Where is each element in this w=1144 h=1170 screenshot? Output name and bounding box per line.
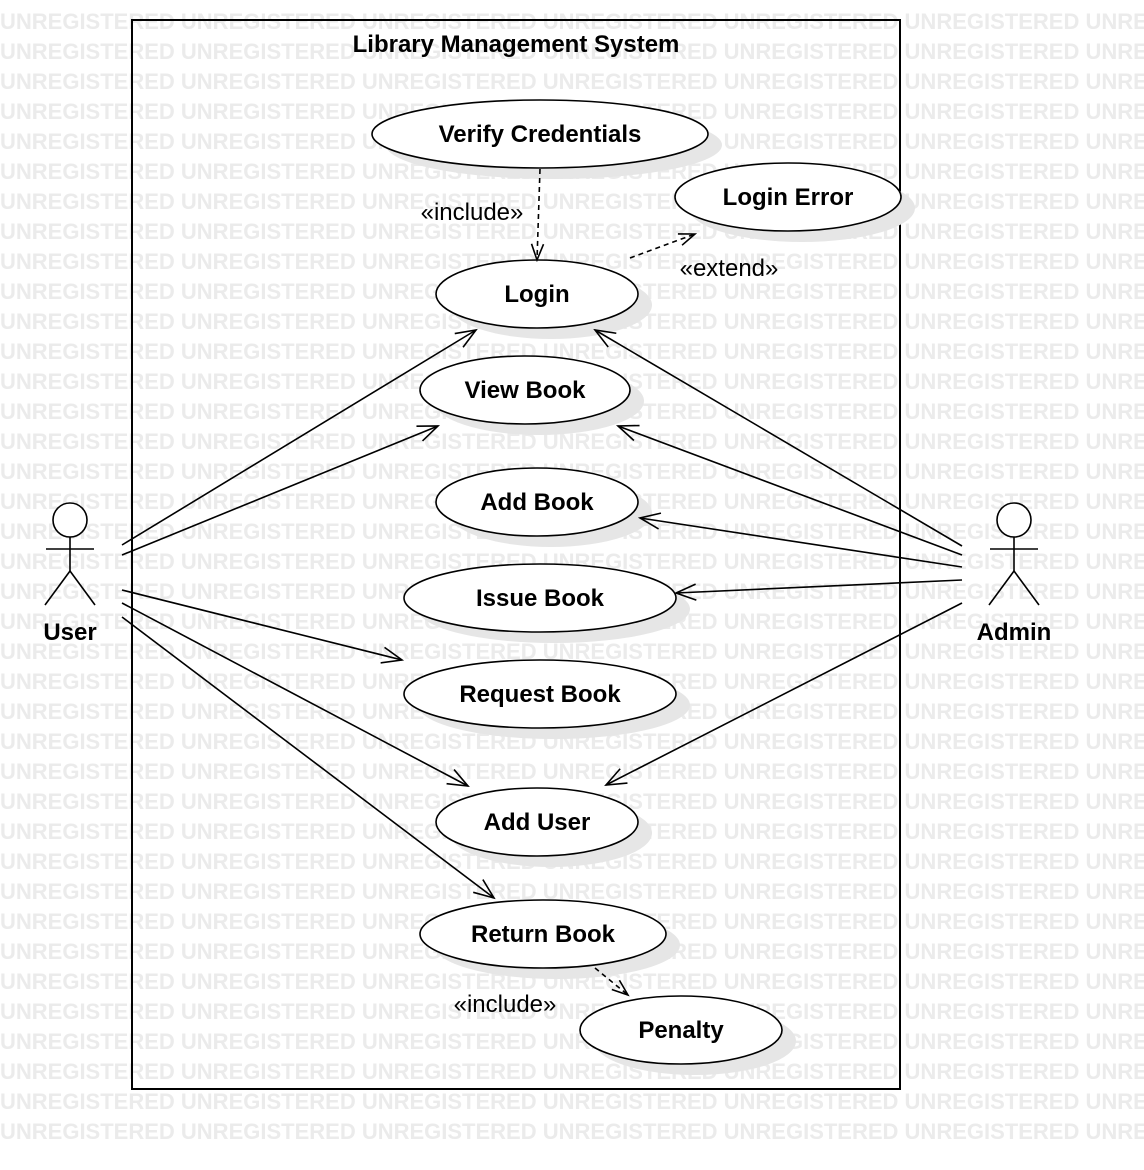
actor-admin-label: Admin <box>977 619 1052 646</box>
user-view-book-association[interactable] <box>121 426 438 556</box>
actor-head <box>996 502 1032 538</box>
use-case-request-book[interactable]: Request Book <box>403 659 690 739</box>
use-case-view-book[interactable]: View Book <box>419 355 644 435</box>
include-penalty-connector[interactable] <box>594 967 628 995</box>
watermark-row: UNREGISTERED UNREGISTERED UNREGISTERED U… <box>0 1089 1144 1114</box>
watermark-row: UNREGISTERED UNREGISTERED UNREGISTERED U… <box>0 879 1144 904</box>
watermark-row: UNREGISTERED UNREGISTERED UNREGISTERED U… <box>0 1119 1144 1144</box>
use-case-label: Login <box>504 281 569 308</box>
use-case-label: Verify Credentials <box>439 121 642 148</box>
user-login-association[interactable] <box>121 330 476 546</box>
use-case-login[interactable]: Login <box>435 259 652 339</box>
use-case-label: Penalty <box>638 1017 724 1044</box>
use-case-label: View Book <box>465 377 587 404</box>
use-case-verify-credentials[interactable]: Verify Credentials <box>371 99 722 179</box>
use-case-add-book[interactable]: Add Book <box>435 467 652 547</box>
watermark-row: UNREGISTERED UNREGISTERED UNREGISTERED U… <box>0 1029 1144 1054</box>
use-case-issue-book[interactable]: Issue Book <box>403 563 690 643</box>
actor-right-leg <box>1013 570 1040 606</box>
use-case-add-user[interactable]: Add User <box>435 787 652 867</box>
actor-user-label: User <box>43 619 96 646</box>
watermark-row: UNREGISTERED UNREGISTERED UNREGISTERED U… <box>0 429 1144 454</box>
actor-user[interactable]: User <box>43 502 97 646</box>
watermark-row: UNREGISTERED UNREGISTERED UNREGISTERED U… <box>0 729 1144 754</box>
watermark-row: UNREGISTERED UNREGISTERED UNREGISTERED U… <box>0 969 1144 994</box>
admin-add-book-association[interactable] <box>640 518 963 568</box>
watermark-row: UNREGISTERED UNREGISTERED UNREGISTERED U… <box>0 759 1144 784</box>
include-penalty-label: «include» <box>454 991 557 1018</box>
include-verify-label: «include» <box>421 199 524 226</box>
watermark-row: UNREGISTERED UNREGISTERED UNREGISTERED U… <box>0 339 1144 364</box>
use-case-label: Add Book <box>480 489 594 516</box>
extend-login-error-label: «extend» <box>680 255 779 282</box>
user-return-book-association[interactable] <box>121 616 494 898</box>
use-case-label: Add User <box>484 809 591 836</box>
use-case-label: Request Book <box>459 681 621 708</box>
watermark-row: UNREGISTERED UNREGISTERED UNREGISTERED U… <box>0 39 1144 64</box>
watermark-row: UNREGISTERED UNREGISTERED UNREGISTERED U… <box>0 9 1144 34</box>
admin-add-user-association[interactable] <box>606 602 963 785</box>
admin-login-association[interactable] <box>595 330 963 547</box>
user-request-book-association[interactable] <box>121 589 402 660</box>
use-case-label: Issue Book <box>476 585 605 612</box>
watermark-row: UNREGISTERED UNREGISTERED UNREGISTERED U… <box>0 549 1144 574</box>
actor-left-leg <box>44 570 71 606</box>
user-add-user-association[interactable] <box>121 602 468 786</box>
use-case-label: Return Book <box>471 921 616 948</box>
admin-issue-book-association[interactable] <box>676 579 963 593</box>
use-case-penalty[interactable]: Penalty <box>579 995 796 1075</box>
use-case-return-book[interactable]: Return Book <box>419 899 680 979</box>
actor-right-leg <box>69 570 96 606</box>
extend-login-error-connector[interactable] <box>629 234 695 259</box>
actor-admin[interactable]: Admin <box>977 502 1052 646</box>
actor-left-leg <box>988 570 1015 606</box>
watermark-row: UNREGISTERED UNREGISTERED UNREGISTERED U… <box>0 999 1144 1024</box>
use-case-label: Login Error <box>723 184 854 211</box>
include-verify-connector[interactable] <box>537 168 540 260</box>
watermark-row: UNREGISTERED UNREGISTERED UNREGISTERED U… <box>0 69 1144 94</box>
actor-head <box>52 502 88 538</box>
use-case-login-error[interactable]: Login Error <box>674 162 915 242</box>
system-boundary[interactable] <box>131 19 901 1090</box>
system-title: Library Management System <box>353 31 680 58</box>
admin-view-book-association[interactable] <box>618 426 963 556</box>
watermark-row: UNREGISTERED UNREGISTERED UNREGISTERED U… <box>0 1059 1144 1084</box>
